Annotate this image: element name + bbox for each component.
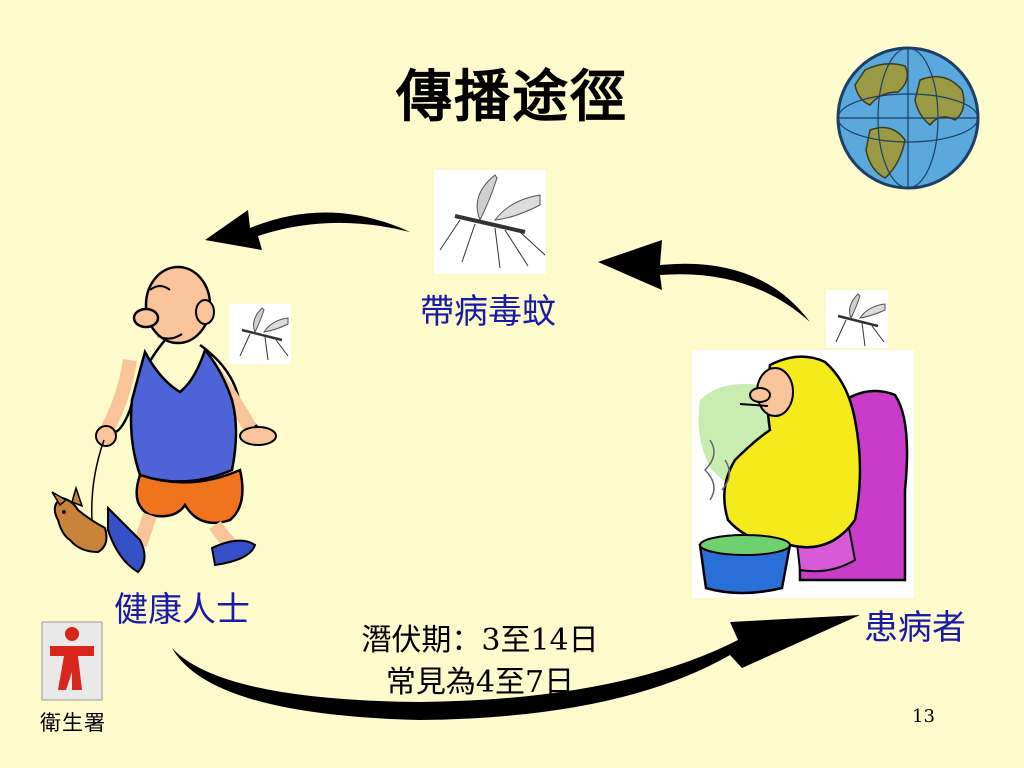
page-number: 13 (912, 706, 935, 727)
logo-text: 衛生署 (40, 711, 106, 735)
incubation-line-1: 潛伏期：3至14日 (361, 623, 599, 658)
mosquito-icon-main (434, 170, 546, 274)
incubation-line-2: 常見為4至7日 (385, 665, 575, 700)
arrow-mosquito-to-healthy (205, 210, 410, 250)
department-of-health-logo (41, 621, 103, 701)
sick-person-illustration (692, 350, 914, 598)
arrow-patient-to-mosquito (598, 240, 810, 322)
arrow-healthy-to-patient (172, 615, 860, 720)
patient-label: 患病者 (864, 608, 966, 648)
mosquito-icon-small-right (826, 290, 888, 348)
healthy-person-label: 健康人士 (114, 590, 250, 630)
mosquito-icon-small-left (229, 304, 291, 364)
incubation-period-note: 潛伏期：3至14日 常見為4至7日 (300, 620, 660, 704)
globe-icon (836, 46, 980, 190)
infected-mosquito-label: 帶病毒蚊 (420, 292, 556, 332)
dog-illustration (51, 485, 108, 554)
slide-title: 傳播途徑 (396, 64, 628, 130)
healthy-man-illustration (91, 265, 277, 574)
